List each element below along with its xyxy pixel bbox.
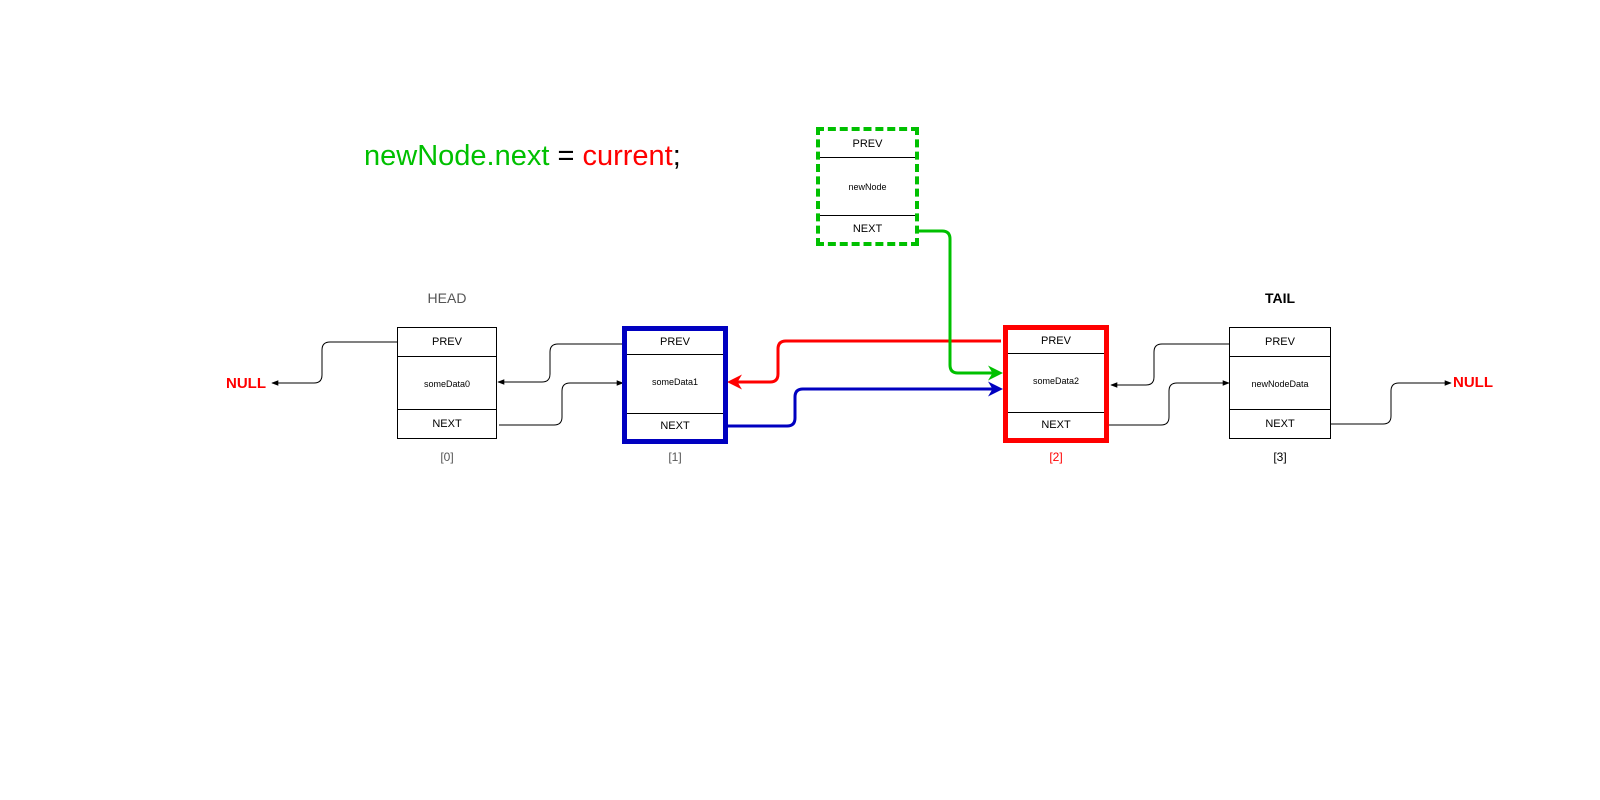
node0-prev-to-null-arrow: [271, 341, 397, 386]
code-current: current: [582, 140, 673, 172]
node-next-cell: NEXT: [1008, 412, 1104, 438]
new-node-box: PREV newNode NEXT: [816, 127, 919, 246]
tail-label: TAIL: [1264, 290, 1296, 306]
node-index-2: [2]: [1049, 450, 1063, 464]
node-prev-cell: PREV: [1008, 330, 1104, 354]
list-node-1: PREV someData1 NEXT: [622, 326, 728, 444]
new-node-prev-cell: PREV: [820, 131, 915, 158]
node-prev-cell: PREV: [1230, 328, 1330, 357]
node-prev-cell: PREV: [627, 331, 723, 355]
list-node-0: PREV someData0 NEXT: [397, 327, 497, 439]
null-right-label: NULL: [1453, 374, 1493, 391]
node-next-cell: NEXT: [398, 409, 496, 438]
code-semicolon: ;: [672, 140, 681, 172]
node-data-cell: someData1: [651, 377, 699, 387]
null-left-label: NULL: [226, 375, 266, 392]
code-assign-operator: =: [549, 140, 583, 172]
new-node-next-arrow: [918, 229, 1003, 381]
node1-prev-to-node0-arrow: [497, 343, 623, 385]
new-node-data-cell: newNode: [848, 182, 887, 192]
node3-next-to-null-arrow: [1331, 380, 1452, 425]
node-index-0: [0]: [440, 450, 454, 464]
node-next-cell: NEXT: [1230, 409, 1330, 438]
previous-next-arrow: [728, 381, 1003, 428]
node-prev-cell: PREV: [398, 328, 496, 357]
node3-prev-to-node2-arrow: [1110, 343, 1229, 388]
node2-next-to-node3-arrow: [1109, 380, 1230, 426]
code-new-node-next: newNode.next: [364, 140, 550, 172]
node-data-cell: someData0: [423, 379, 471, 389]
list-node-2: PREV someData2 NEXT: [1003, 325, 1109, 443]
node-index-1: [1]: [668, 450, 682, 464]
node-data-cell: someData2: [1032, 376, 1080, 386]
current-prev-arrow: [727, 339, 1001, 390]
new-node-next-cell: NEXT: [820, 215, 915, 242]
code-statement: newNode.next = current;: [364, 140, 681, 173]
node-index-3: [3]: [1273, 450, 1287, 464]
list-node-3: PREV newNodeData NEXT: [1229, 327, 1331, 439]
node-data-cell: newNodeData: [1251, 379, 1309, 389]
node-next-cell: NEXT: [627, 413, 723, 439]
node0-next-to-node1-arrow: [499, 380, 624, 426]
head-label: HEAD: [427, 290, 467, 306]
